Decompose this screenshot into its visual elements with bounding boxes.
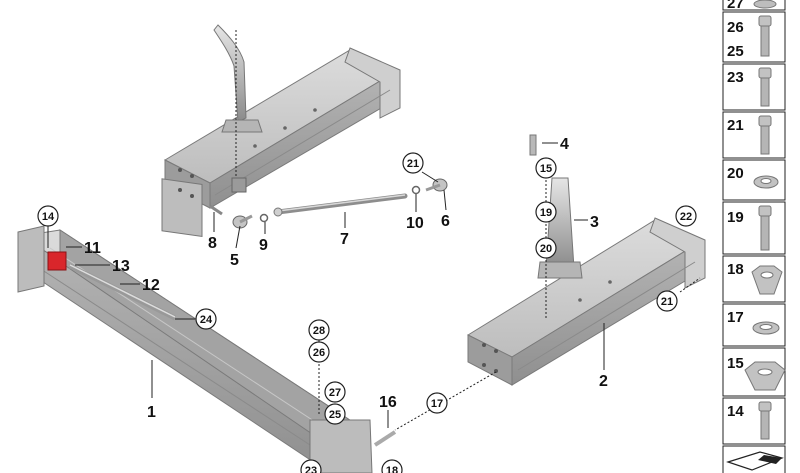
callout-23: 23 [300, 459, 322, 473]
upper-crossmember [161, 24, 401, 237]
legend-cell-21: 21 [722, 111, 786, 159]
label-8: 8 [208, 235, 217, 252]
callout-24: 24 [195, 308, 217, 330]
callout-27: 27 [324, 381, 346, 403]
label-7: 7 [340, 231, 349, 248]
label-6: 6 [441, 213, 450, 230]
svg-text:14: 14 [727, 403, 744, 420]
label-5: 5 [230, 252, 239, 269]
svg-text:26: 26 [727, 19, 744, 36]
legend-cell-27: 27 [722, 0, 786, 12]
callout-19: 19 [535, 201, 557, 223]
legend-cell-20: 20 [722, 159, 786, 201]
right-crossmember [466, 134, 706, 386]
legend-cell-14: 14 [722, 397, 786, 445]
label-3: 3 [590, 214, 599, 231]
svg-text:25: 25 [727, 43, 744, 60]
callout-28: 28 [308, 319, 330, 341]
legend-cell-19: 19 [722, 201, 786, 255]
highlighted-part-11 [47, 251, 67, 271]
callout-14: 14 [37, 205, 59, 227]
label-1: 1 [147, 404, 156, 421]
legend-cell-17: 17 [722, 303, 786, 347]
label-2: 2 [599, 373, 608, 390]
part-labels: 1 2 3 4 5 6 7 8 9 10 11 12 13 16 [84, 136, 608, 421]
svg-text:23: 23 [305, 465, 317, 473]
callout-20: 20 [535, 237, 557, 259]
svg-text:15: 15 [540, 163, 552, 175]
callout-26: 26 [308, 341, 330, 363]
callout-25: 25 [324, 403, 346, 425]
svg-text:19: 19 [727, 209, 744, 226]
legend-cell-26-25: 26 25 [722, 11, 786, 63]
svg-text:17: 17 [431, 398, 443, 410]
callout-18: 18 [381, 459, 403, 473]
svg-text:25: 25 [329, 409, 341, 421]
svg-text:18: 18 [727, 261, 744, 278]
callout-21-upper: 21 [402, 152, 424, 174]
legend-cell-15: 15 [722, 347, 786, 397]
legend-cell-23: 23 [722, 63, 786, 111]
svg-text:18: 18 [386, 465, 398, 473]
label-4: 4 [560, 136, 569, 153]
svg-text:21: 21 [727, 117, 744, 134]
svg-text:26: 26 [313, 347, 325, 359]
label-10: 10 [406, 215, 424, 232]
svg-text:24: 24 [200, 314, 213, 326]
svg-text:23: 23 [727, 69, 744, 86]
parts-legend-column: 27 26 25 23 21 20 [722, 0, 786, 473]
svg-text:21: 21 [661, 296, 673, 308]
svg-text:27: 27 [329, 387, 341, 399]
main-crossmember [17, 225, 397, 473]
svg-text:28: 28 [313, 325, 325, 337]
callout-21-right: 21 [656, 290, 678, 312]
circled-callouts: 14 15 17 19 20 21 21 22 24 28 26 27 25 2… [37, 152, 697, 473]
leader-lines [47, 30, 701, 431]
svg-text:15: 15 [727, 355, 744, 372]
callout-22: 22 [675, 205, 697, 227]
svg-text:20: 20 [727, 165, 744, 182]
svg-text:27: 27 [727, 0, 744, 12]
svg-text:21: 21 [407, 158, 419, 170]
legend-cell-18: 18 [722, 255, 786, 303]
label-9: 9 [259, 237, 268, 254]
label-16: 16 [379, 394, 397, 411]
callout-15: 15 [535, 157, 557, 179]
svg-text:14: 14 [42, 211, 55, 223]
legend-cell-fastener-symbol [722, 445, 786, 473]
label-13: 13 [112, 258, 130, 275]
svg-text:17: 17 [727, 309, 744, 326]
label-11: 11 [84, 240, 101, 257]
callout-17: 17 [426, 392, 448, 414]
svg-text:20: 20 [540, 243, 552, 255]
shift-rod-assembly [209, 178, 448, 229]
svg-text:19: 19 [540, 207, 552, 219]
svg-text:22: 22 [680, 211, 692, 223]
label-12: 12 [142, 277, 160, 294]
